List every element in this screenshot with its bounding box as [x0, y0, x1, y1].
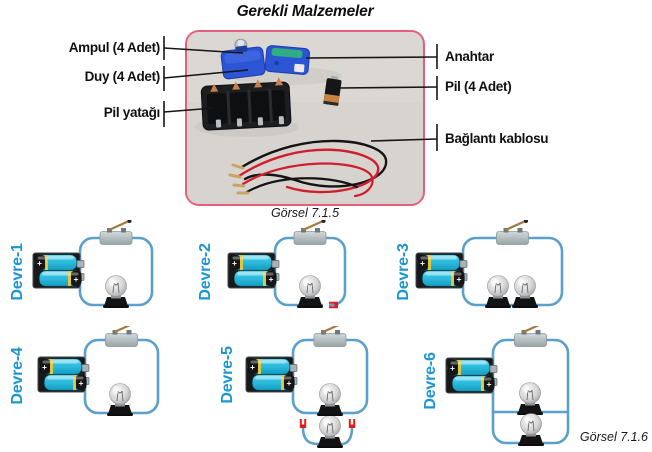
battery-pack: + +: [32, 252, 85, 289]
circuit-diagram: + +: [245, 326, 369, 448]
materials-photo-box: [185, 30, 425, 206]
circuit-label: Devre-3: [395, 243, 412, 301]
battery: +: [422, 270, 465, 287]
battery: +: [44, 374, 87, 391]
battery: +: [229, 254, 272, 271]
svg-text:+: +: [487, 379, 492, 389]
bulb: [317, 383, 343, 416]
svg-text:+: +: [287, 378, 292, 388]
photo-battery: [323, 75, 342, 106]
battery: +: [417, 254, 460, 271]
figure-caption: Görsel 7.1.6: [579, 430, 648, 444]
circuit-devre-1: Devre-1 + +: [8, 220, 178, 320]
switch: [496, 220, 529, 245]
circuit-diagram: + +: [32, 220, 154, 308]
svg-text:+: +: [42, 362, 47, 372]
battery-pack: + +: [445, 357, 498, 394]
battery-pack: + +: [415, 252, 468, 289]
battery: +: [39, 270, 82, 287]
circuit-label: Devre-5: [219, 346, 236, 404]
circuit-label: Devre-4: [9, 347, 26, 405]
battery: +: [234, 270, 277, 287]
bulb: [107, 383, 133, 416]
circuit-devre-6: Devre-6 + +: [415, 326, 605, 452]
battery: +: [247, 358, 290, 375]
label-baglanti-kablosu: Bağlantı kablosu: [445, 131, 549, 146]
photo-battery-holder: [200, 77, 292, 131]
circuit-label: Devre-2: [197, 243, 214, 301]
circuit-diagram: + +: [227, 220, 347, 309]
battery: +: [252, 374, 295, 391]
svg-text:+: +: [250, 362, 255, 372]
label-ampul: Ampul (4 Adet): [68, 40, 161, 55]
svg-text:+: +: [37, 258, 42, 268]
photo-connection-cables: [228, 139, 388, 198]
svg-text:+: +: [79, 378, 84, 388]
battery-pack: + +: [37, 356, 90, 393]
svg-text:+: +: [232, 258, 237, 268]
label-anahtar: Anahtar: [445, 49, 494, 64]
label-duy: Duy (4 Adet): [84, 69, 161, 84]
circuit-devre-5: Devre-5 + +: [218, 326, 388, 452]
circuit-diagram: + +: [445, 326, 570, 446]
switch: [514, 326, 547, 347]
battery-pack: + +: [227, 252, 280, 289]
battery: +: [447, 359, 490, 376]
circuit-devre-3: Devre-3 + +: [392, 220, 577, 320]
photo-caption: Görsel 7.1.5: [270, 206, 340, 220]
svg-text:+: +: [269, 274, 274, 284]
svg-text:+: +: [74, 274, 79, 284]
bulb: [518, 413, 544, 446]
bulb: [297, 275, 323, 308]
circuit-diagram: + +: [37, 326, 160, 416]
materials-photo: [187, 32, 422, 203]
bulb: [485, 275, 511, 308]
circuit-devre-4: Devre-4 + +: [8, 326, 178, 452]
circuit-label: Devre-1: [9, 243, 26, 301]
battery: +: [39, 358, 82, 375]
open-connector: [348, 419, 356, 428]
label-pil-yatagi: Pil yatağı: [103, 105, 161, 120]
open-connector: [329, 301, 338, 309]
bulb: [512, 275, 538, 308]
bulb: [103, 275, 129, 308]
svg-text:+: +: [457, 274, 462, 284]
switch: [105, 326, 138, 347]
open-connector: [299, 419, 307, 428]
switch: [313, 326, 347, 347]
photo-switch: [264, 45, 311, 75]
svg-text:+: +: [450, 363, 455, 373]
bulb: [517, 382, 543, 415]
page-title: Gerekli Malzemeler: [236, 3, 374, 20]
switch: [293, 220, 327, 245]
circuit-devre-2: Devre-2 + +: [196, 220, 366, 320]
battery: +: [34, 254, 77, 271]
battery: +: [452, 375, 495, 392]
circuit-diagram: + +: [415, 220, 564, 308]
bulb: [317, 415, 343, 448]
label-pil: Pil (4 Adet): [445, 79, 512, 94]
battery-pack: + +: [245, 356, 298, 393]
switch: [99, 220, 133, 245]
svg-text:+: +: [420, 258, 425, 268]
